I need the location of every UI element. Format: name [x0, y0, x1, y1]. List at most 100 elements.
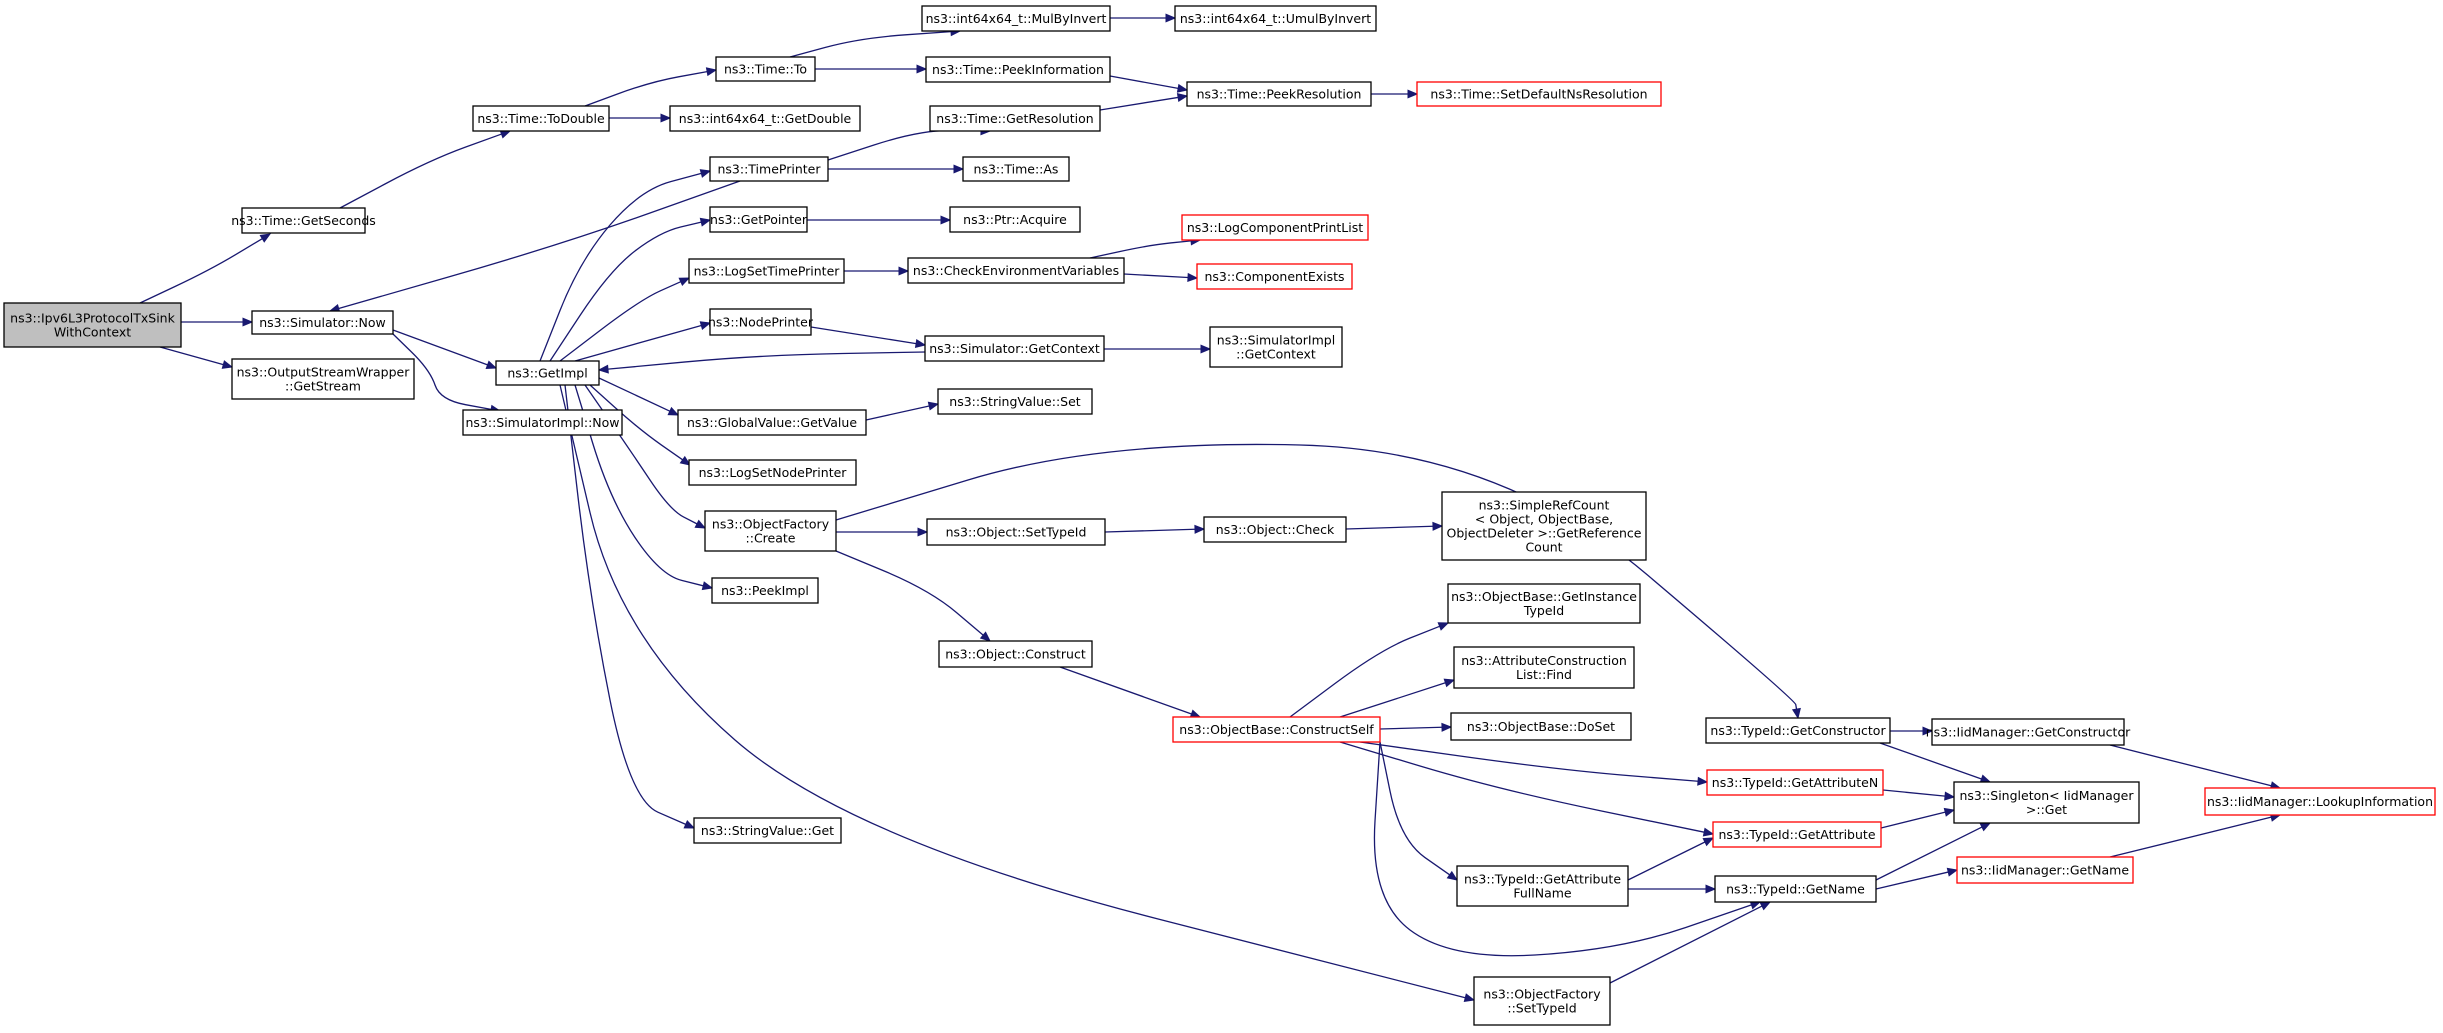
- node-peekRes[interactable]: ns3::Time::PeekResolution: [1186, 81, 1372, 107]
- node-label: ns3::GetPointer: [710, 212, 808, 227]
- node-tidGetAttrN[interactable]: ns3::TypeId::GetAttributeN: [1706, 769, 1884, 796]
- node-objConstruct[interactable]: ns3::Object::Construct: [938, 640, 1093, 668]
- edge-line: [574, 324, 702, 362]
- node-i64GetDouble[interactable]: ns3::int64x64_t::GetDouble: [669, 105, 861, 132]
- node-simNow[interactable]: ns3::Simulator::Now: [251, 310, 394, 335]
- node-simGetCtx[interactable]: ns3::Simulator::GetContext: [924, 335, 1105, 362]
- node-box: [938, 640, 1093, 668]
- node-getPointer[interactable]: ns3::GetPointer: [709, 206, 808, 233]
- node-box: [495, 360, 600, 386]
- node-mulByInvert[interactable]: ns3::int64x64_t::MulByInvert: [921, 5, 1111, 32]
- node-box: [462, 409, 623, 436]
- node-compExists[interactable]: ns3::ComponentExists: [1196, 263, 1353, 290]
- node-tidGetCtor[interactable]: ns3::TypeId::GetConstructor: [1705, 717, 1891, 744]
- node-label: ns3::IidManager::LookupInformation: [2207, 794, 2433, 809]
- node-obDoSet[interactable]: ns3::ObjectBase::DoSet: [1450, 712, 1632, 741]
- node-label: ::GetContext: [1236, 346, 1316, 361]
- node-singletonGet[interactable]: ns3::Singleton< IidManager >::Get: [1953, 781, 2140, 824]
- node-ofCreate[interactable]: ns3::ObjectFactory::Create: [704, 510, 837, 552]
- node-simImplGetCtx[interactable]: ns3::SimulatorImpl::GetContext: [1209, 326, 1343, 368]
- node-logSetNode[interactable]: ns3::LogSetNodePrinter: [688, 459, 857, 486]
- edge-line: [598, 377, 671, 412]
- call-edge-obConstructSelf-to-tidGetAttrFullName: [1379, 741, 1459, 881]
- node-ofSetTypeId[interactable]: ns3::ObjectFactory::SetTypeId: [1473, 976, 1611, 1026]
- arrowhead-icon: [242, 317, 254, 327]
- call-edge-tidGetAttr-to-singletonGet: [1880, 807, 1956, 829]
- edge-line: [574, 384, 704, 587]
- node-label: ns3::ObjectBase::ConstructSelf: [1179, 722, 1374, 737]
- node-gvGetValue[interactable]: ns3::GlobalValue::GetValue: [677, 409, 867, 436]
- node-label: ns3::LogSetTimePrinter: [694, 263, 841, 278]
- arrowhead-icon: [1979, 822, 1992, 832]
- arrowhead-icon: [914, 339, 927, 349]
- node-timeTo[interactable]: ns3::Time::To: [715, 56, 816, 82]
- node-setDefaultNsRes[interactable]: ns3::Time::SetDefaultNsResolution: [1416, 81, 1662, 107]
- node-box: [1441, 491, 1647, 561]
- node-label: ::SetTypeId: [1507, 1000, 1576, 1015]
- node-peekInfo[interactable]: ns3::Time::PeekInformation: [925, 56, 1111, 83]
- node-objSetTypeId[interactable]: ns3::Object::SetTypeId: [926, 518, 1106, 546]
- arrowhead-icon: [1446, 870, 1459, 881]
- edge-line: [1875, 871, 1949, 890]
- node-box: [715, 56, 816, 82]
- node-box: [1186, 81, 1372, 107]
- node-svSet[interactable]: ns3::StringValue::Set: [937, 388, 1093, 415]
- node-objCheck[interactable]: ns3::Object::Check: [1203, 516, 1347, 543]
- edge-line: [1339, 682, 1446, 718]
- node-label: ::GetStream: [285, 378, 361, 393]
- edge-line: [539, 172, 702, 362]
- node-checkEnv[interactable]: ns3::CheckEnvironmentVariables: [907, 257, 1125, 284]
- node-osw[interactable]: ns3::OutputStreamWrapper::GetStream: [231, 358, 415, 400]
- node-label: ns3::Object::Check: [1216, 522, 1335, 537]
- node-label: ns3::GlobalValue::GetValue: [687, 415, 857, 430]
- node-svGet[interactable]: ns3::StringValue::Get: [693, 817, 842, 844]
- call-edge-root-to-simNow: [181, 317, 254, 327]
- node-box: [929, 105, 1101, 132]
- arrowhead-icon: [940, 215, 952, 225]
- node-timeAs[interactable]: ns3::Time::As: [962, 156, 1070, 182]
- edge-line: [564, 384, 687, 825]
- node-logCompPrint[interactable]: ns3::LogComponentPrintList: [1181, 214, 1369, 241]
- node-simpleRefCount[interactable]: ns3::SimpleRefCount< Object, ObjectBase,…: [1441, 491, 1647, 561]
- call-edge-gvGetValue-to-svSet: [865, 401, 940, 421]
- node-label: WithContext: [54, 324, 131, 339]
- node-box: [926, 518, 1106, 546]
- node-umulByInvert[interactable]: ns3::int64x64_t::UmulByInvert: [1174, 5, 1377, 32]
- node-label: ns3::NodePrinter: [708, 314, 814, 329]
- call-edge-ofCreate-to-objConstruct: [835, 550, 991, 642]
- node-tidGetName[interactable]: ns3::TypeId::GetName: [1714, 875, 1877, 903]
- node-label: ns3::ObjectFactory: [712, 516, 830, 531]
- node-toDouble[interactable]: ns3::Time::ToDouble: [472, 105, 610, 132]
- edge-line: [559, 281, 682, 362]
- edge-line: [607, 351, 926, 370]
- call-edge-root-to-osw: [159, 346, 234, 369]
- node-label: ns3::Simulator::GetContext: [929, 341, 1100, 356]
- edge-line: [865, 405, 930, 421]
- call-edge-getImpl-to-svGet: [564, 384, 696, 829]
- call-edge-objSetTypeId-to-objCheck: [1104, 524, 1206, 534]
- node-getImpl[interactable]: ns3::GetImpl: [495, 360, 600, 386]
- node-box: [1174, 5, 1377, 32]
- node-logSetTime[interactable]: ns3::LogSetTimePrinter: [688, 258, 845, 284]
- node-getSeconds[interactable]: ns3::Time::GetSeconds: [231, 207, 376, 234]
- node-ptrAcquire[interactable]: ns3::Ptr::Acquire: [949, 206, 1081, 233]
- node-iidLookupInfo[interactable]: ns3::IidManager::LookupInformation: [2204, 787, 2436, 816]
- node-getRes[interactable]: ns3::Time::GetResolution: [929, 105, 1101, 132]
- node-iidGetName[interactable]: ns3::IidManager::GetName: [1956, 856, 2134, 884]
- node-obConstructSelf[interactable]: ns3::ObjectBase::ConstructSelf: [1172, 716, 1381, 743]
- call-edge-ofCreate-to-objSetTypeId: [836, 527, 929, 537]
- node-label: ns3::Object::SetTypeId: [946, 524, 1087, 539]
- node-timePrinter[interactable]: ns3::TimePrinter: [709, 156, 829, 182]
- node-label: ns3::Time::To: [724, 61, 807, 76]
- node-peekImpl[interactable]: ns3::PeekImpl: [711, 577, 819, 604]
- node-tidGetAttr[interactable]: ns3::TypeId::GetAttribute: [1712, 821, 1882, 848]
- edge-line: [2109, 816, 2272, 858]
- node-nodePrinter[interactable]: ns3::NodePrinter: [708, 308, 814, 336]
- node-label: ns3::ObjectFactory: [1483, 986, 1601, 1001]
- node-simImplNow[interactable]: ns3::SimulatorImpl::Now: [462, 409, 623, 436]
- node-label: ns3::SimulatorImpl::Now: [465, 415, 619, 430]
- node-iidGetCtor[interactable]: ns3::IidManager::GetConstructor: [1926, 718, 2131, 746]
